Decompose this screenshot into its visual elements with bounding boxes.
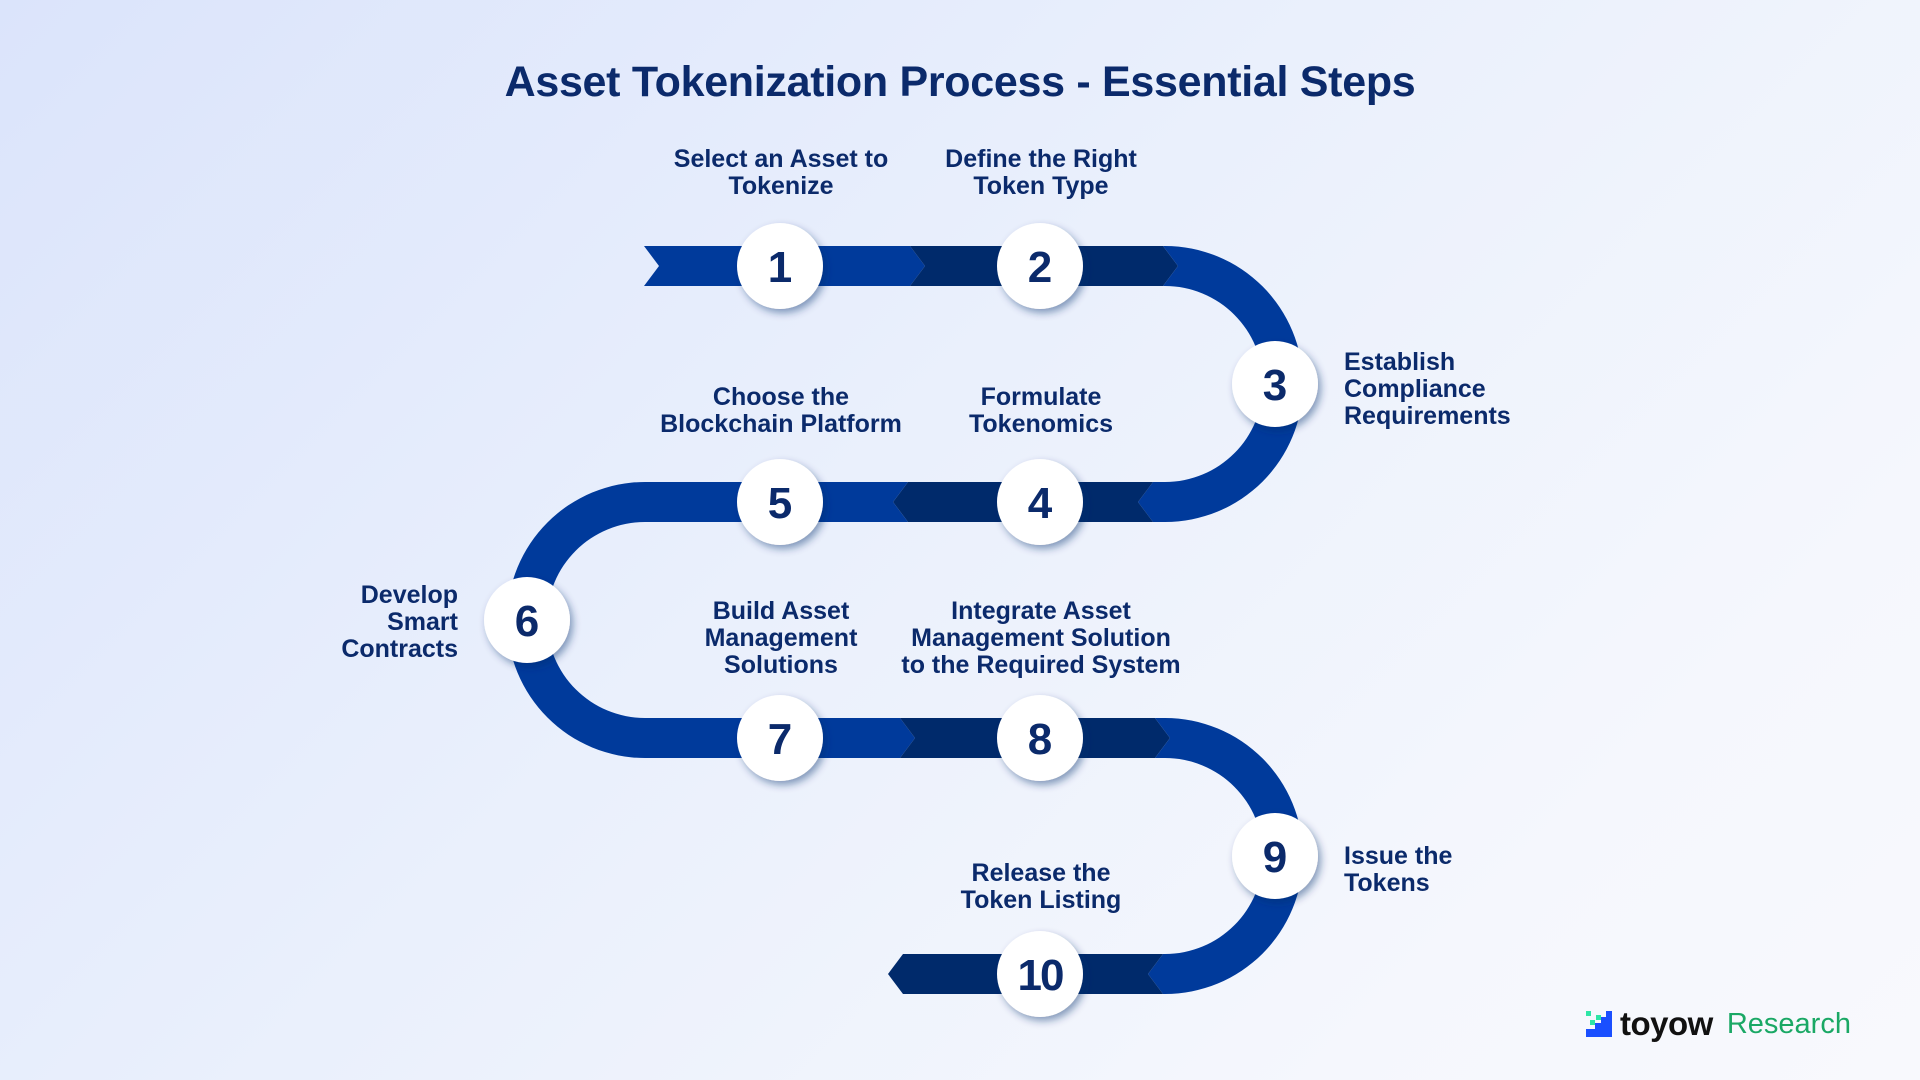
- step-number-3: 3: [1263, 361, 1287, 410]
- brand-suffix: Research: [1726, 1007, 1851, 1040]
- step-label-1: Select an Asset to Tokenize: [673, 145, 889, 200]
- step-node-1: [737, 223, 823, 309]
- step-number-5: 5: [768, 479, 792, 528]
- path-arc-right-2: [1148, 718, 1303, 994]
- step-label-2: Define the Right Token Type: [945, 145, 1137, 200]
- path-arc-left: [507, 482, 645, 758]
- step-number-1: 1: [768, 243, 792, 292]
- page-title: Asset Tokenization Process - Essential S…: [504, 58, 1416, 106]
- step-node-6: [484, 577, 570, 663]
- step-node-4: [997, 459, 1083, 545]
- path-arc-right-1: [1138, 246, 1303, 522]
- step-number-10: 10: [1018, 951, 1063, 1000]
- step-label-7: Build Asset Management Solutions: [704, 597, 858, 679]
- step-node-8: [997, 695, 1083, 781]
- step-number-8: 8: [1028, 715, 1052, 764]
- step-label-6: Develop Smart Contracts: [341, 581, 458, 663]
- brand-logo: toyow Research: [1586, 1005, 1851, 1043]
- step-node-2: [997, 223, 1083, 309]
- step-label-5: Choose the Blockchain Platform: [660, 383, 902, 438]
- step-node-10: [997, 931, 1083, 1017]
- step-number-2: 2: [1028, 243, 1052, 292]
- step-node-7: [737, 695, 823, 781]
- brand-name: toyow: [1620, 1005, 1713, 1042]
- step-label-8: Integrate Asset Management Solution to t…: [901, 597, 1181, 679]
- step-node-5: [737, 459, 823, 545]
- step-label-10: Release the Token Listing: [960, 859, 1122, 914]
- step-number-9: 9: [1263, 833, 1287, 882]
- step-number-4: 4: [1028, 479, 1053, 528]
- step-label-4: Formulate Tokenomics: [968, 383, 1114, 438]
- stair-pixel-logo-icon: [1586, 1011, 1612, 1037]
- step-node-9: [1232, 813, 1318, 899]
- step-node-3: [1232, 341, 1318, 427]
- step-number-6: 6: [515, 597, 539, 646]
- step-label-9: Issue the Tokens: [1344, 842, 1453, 897]
- step-label-3: Establish Compliance Requirements: [1344, 348, 1511, 430]
- step-number-7: 7: [768, 715, 792, 764]
